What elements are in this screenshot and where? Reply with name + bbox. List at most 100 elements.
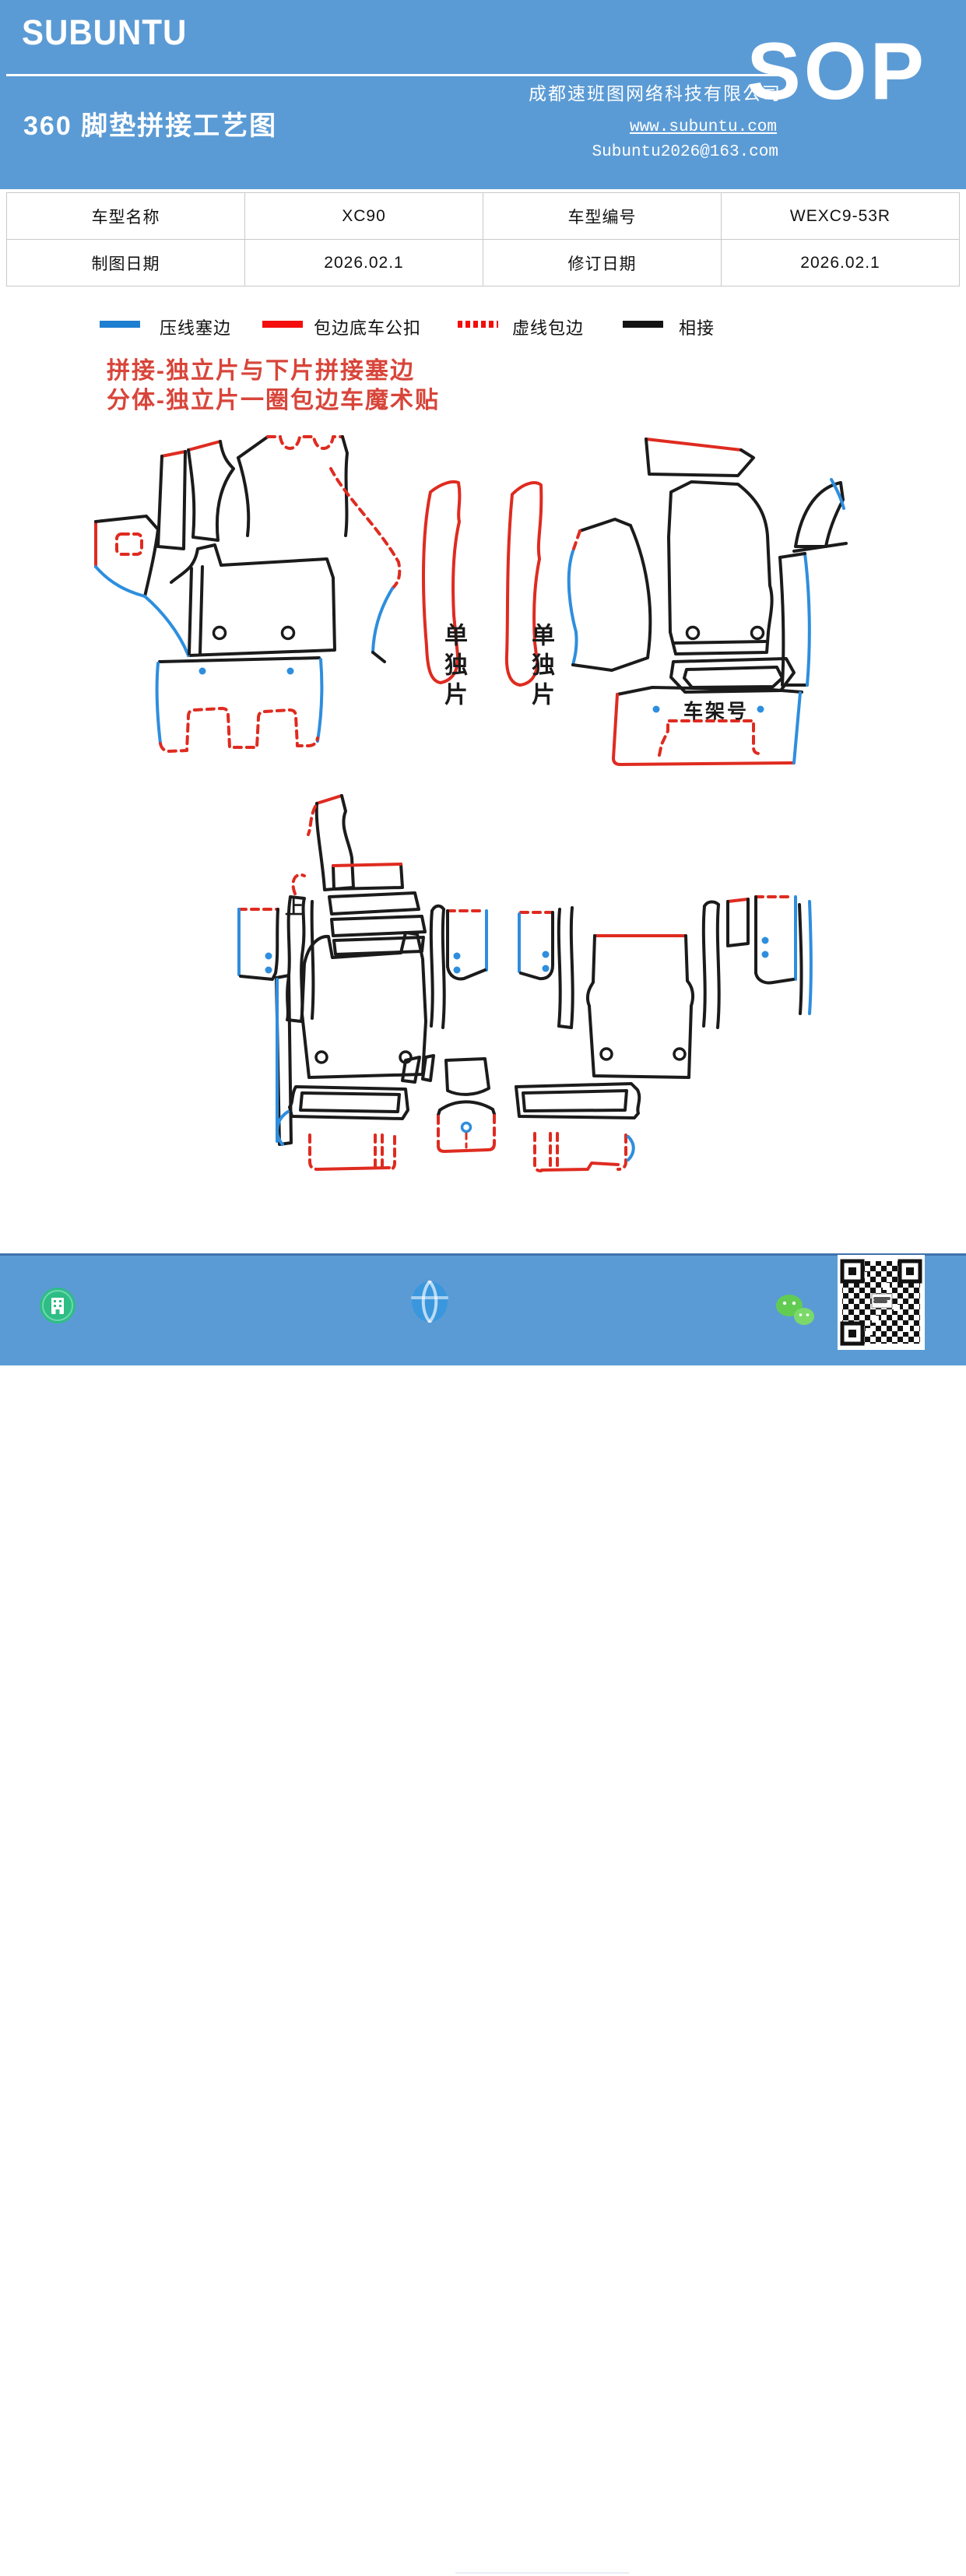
vertical-strip <box>156 450 187 550</box>
legend-swatch-press-line <box>100 321 140 328</box>
single-piece-left-outline <box>422 480 462 684</box>
left-rear-tray <box>155 656 324 753</box>
footer-website-link[interactable]: www.subuntu.com <box>455 2550 630 2574</box>
binding-edge <box>160 450 187 458</box>
vehicle-info-table: 车型名称 XC90 车型编号 WEXC9-53R 制图日期 2026.02.1 … <box>6 192 960 286</box>
draw-date-label: 制图日期 <box>6 239 245 286</box>
page-title: 360 脚垫拼接工艺图 <box>23 111 278 141</box>
center-left-mat <box>300 931 427 1079</box>
outline <box>519 911 554 981</box>
dashed-binding <box>308 1133 319 1171</box>
binding-edge <box>315 794 343 805</box>
bottom-right-bar <box>515 1082 641 1119</box>
outline <box>701 905 707 1028</box>
press-edge <box>371 587 394 654</box>
right-edge-of-left-mat <box>329 467 402 663</box>
header-band: SUBUNTU 成都速班图网络科技有限公司 SOP 360 脚垫拼接工艺图 ww… <box>0 0 966 189</box>
dashed-binding <box>159 707 319 753</box>
dashed-binding <box>329 467 402 590</box>
lower-mat-pattern-diagram <box>237 794 813 1172</box>
upper-mat-pattern-diagram <box>94 435 848 766</box>
mid-rect-b <box>518 911 554 981</box>
qr-pattern <box>840 1259 922 1346</box>
outline <box>288 1085 409 1120</box>
seam <box>673 640 767 645</box>
mark-dot <box>761 937 769 944</box>
outline <box>715 903 721 1029</box>
outline <box>557 908 562 1028</box>
header-website-link[interactable]: www.subuntu.com <box>629 118 777 136</box>
outline <box>156 450 187 550</box>
mark-dot <box>761 951 769 958</box>
table-row: 车型名称 XC90 车型编号 WEXC9-53R <box>6 192 960 240</box>
brand-logo: SUBUNTU <box>22 12 188 52</box>
outline <box>371 651 386 663</box>
legend-label: 相接 <box>679 318 715 338</box>
revise-date-label: 修订日期 <box>483 239 722 286</box>
binding-outline <box>504 481 543 687</box>
mark-dot <box>542 965 550 972</box>
left-vertical-strip <box>275 974 293 1146</box>
dashed-binding <box>571 529 581 553</box>
legend-label: 虚线包边 <box>512 318 585 338</box>
right-wing-piece <box>567 518 652 672</box>
revise-date-value: 2026.02.1 <box>721 239 960 286</box>
mark-dot <box>453 966 461 974</box>
mark-dot <box>265 952 272 960</box>
model-name-label: 车型名称 <box>6 192 245 240</box>
outline <box>328 891 420 915</box>
press-edge <box>808 900 813 1015</box>
dashed-binding <box>616 1133 627 1171</box>
horizontal-bars <box>328 891 427 956</box>
mid-strips-left <box>429 904 446 1029</box>
dashed-binding <box>388 1135 396 1171</box>
outline <box>430 904 445 912</box>
legend-swatch-binding-buckle <box>262 321 303 328</box>
press-edge <box>316 658 324 743</box>
outline <box>522 1089 628 1112</box>
binding-edge <box>726 898 750 903</box>
collar-piece <box>187 440 235 542</box>
table-row: 制图日期 2026.02.1 修订日期 2026.02.1 <box>6 239 960 286</box>
outline <box>158 656 321 663</box>
outline <box>237 435 269 459</box>
outline <box>300 931 427 1079</box>
top-center-piece <box>307 794 355 891</box>
building-icon <box>40 1288 76 1323</box>
legend-label: 包边底车公扣 <box>314 318 422 338</box>
press-edge <box>276 1110 290 1146</box>
outline <box>792 542 848 553</box>
dashed-binding <box>658 719 761 757</box>
outline <box>585 934 695 1079</box>
annotation-line-1: 拼接-独立片与下片拼接塞边 <box>107 358 415 384</box>
outline <box>332 863 404 891</box>
fixing-hole <box>280 625 296 641</box>
binding-edge <box>612 693 796 766</box>
frame-number-tray <box>612 686 803 766</box>
outline <box>239 908 279 981</box>
outline <box>444 1057 490 1096</box>
header-email: Subuntu2026@163.com <box>592 143 778 161</box>
dashed-binding <box>307 805 317 836</box>
outline <box>421 1054 435 1082</box>
outline <box>237 456 251 537</box>
far-left-rect-piece <box>237 908 279 981</box>
press-edge <box>627 1135 635 1161</box>
outline <box>778 552 806 559</box>
notched-top-piece <box>237 435 349 537</box>
outline <box>667 480 774 655</box>
right-s-strips <box>701 900 721 1029</box>
outline <box>438 1100 496 1116</box>
fixing-hole <box>750 625 765 641</box>
outline <box>571 524 652 672</box>
left-wing-piece <box>94 515 160 598</box>
single-piece-label-right: 单独片 <box>528 623 553 712</box>
outline <box>683 666 784 689</box>
frame-number-label: 车架号 <box>683 701 750 722</box>
fixing-hole <box>314 1050 328 1064</box>
footer-company-name: 成都速班图网络科技有限公司 <box>81 2553 355 2574</box>
press-edge <box>94 565 146 598</box>
dashed-binding <box>291 873 306 895</box>
binding-edge <box>316 1166 391 1171</box>
